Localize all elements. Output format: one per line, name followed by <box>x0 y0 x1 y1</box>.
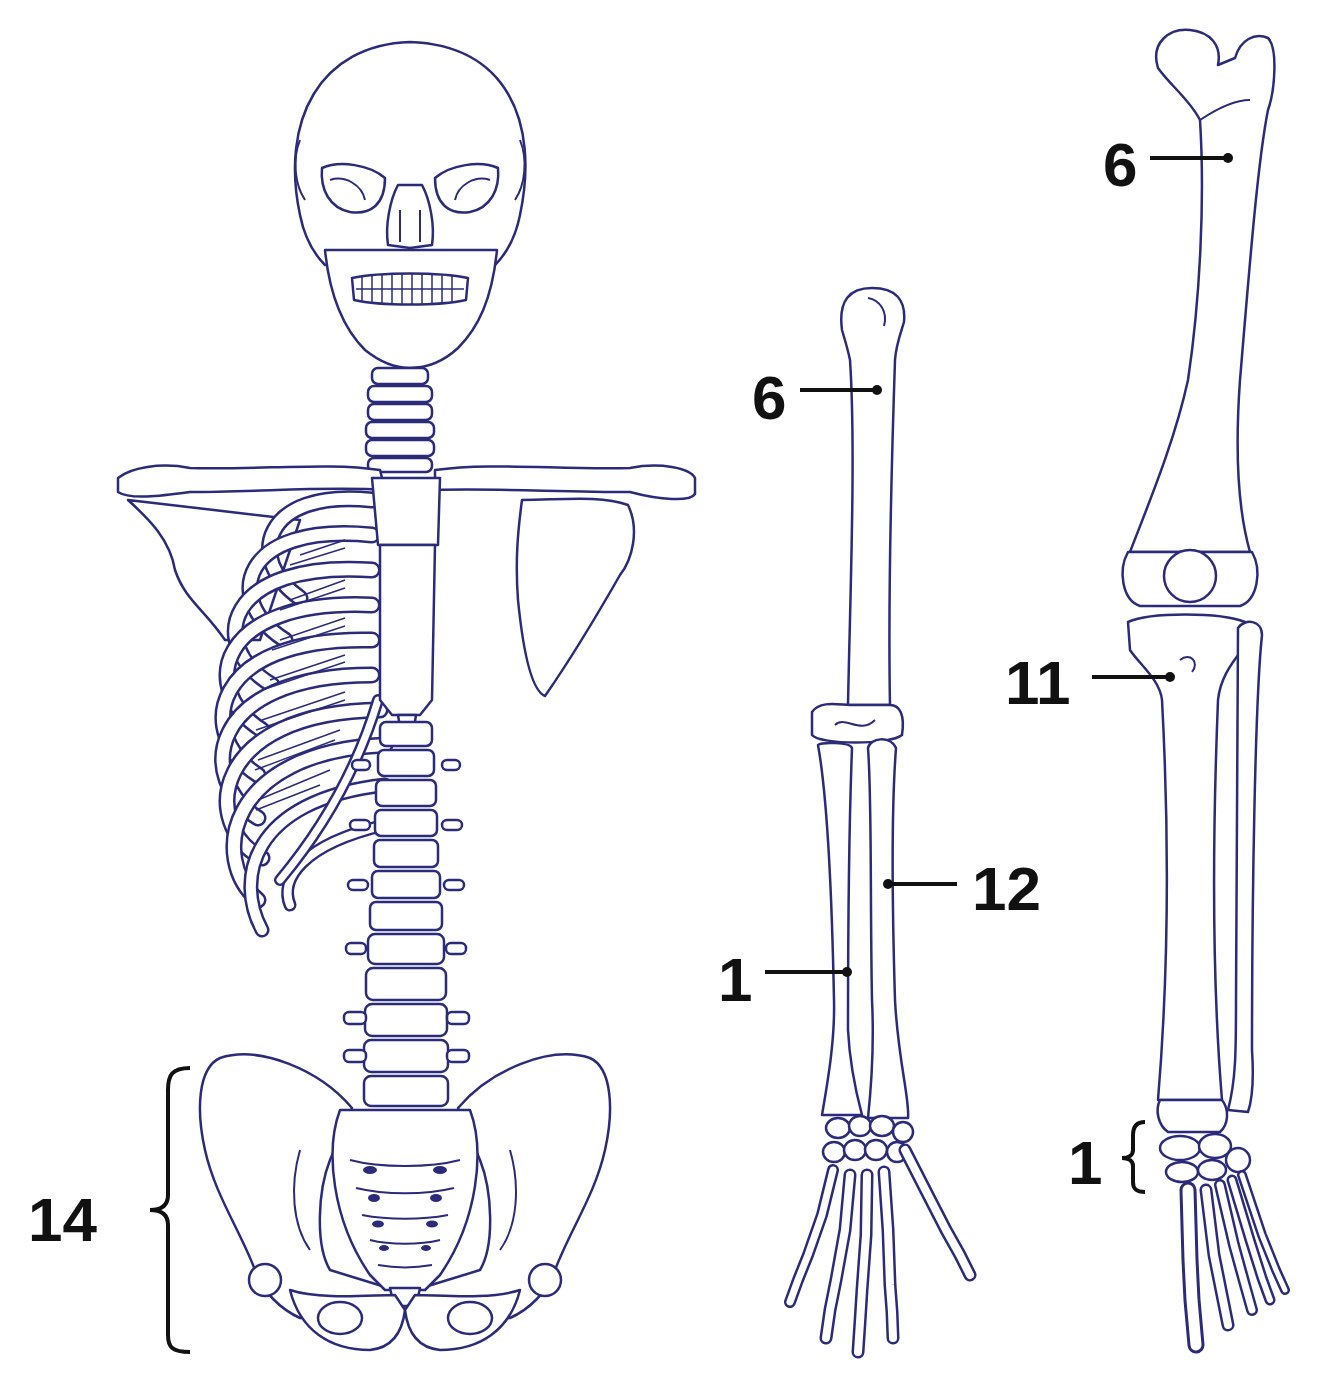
bracket <box>1122 1122 1145 1192</box>
callout-number: 12 <box>972 858 1041 920</box>
callout-number: 6 <box>752 367 786 429</box>
callout-number: 1 <box>1068 1132 1102 1194</box>
bracket <box>150 1068 190 1352</box>
callout-number: 14 <box>28 1189 97 1251</box>
leader-lines <box>765 153 1233 977</box>
callout-number: 11 <box>1005 652 1071 714</box>
callout-number: 1 <box>718 949 752 1011</box>
callout-number: 6 <box>1103 134 1137 196</box>
